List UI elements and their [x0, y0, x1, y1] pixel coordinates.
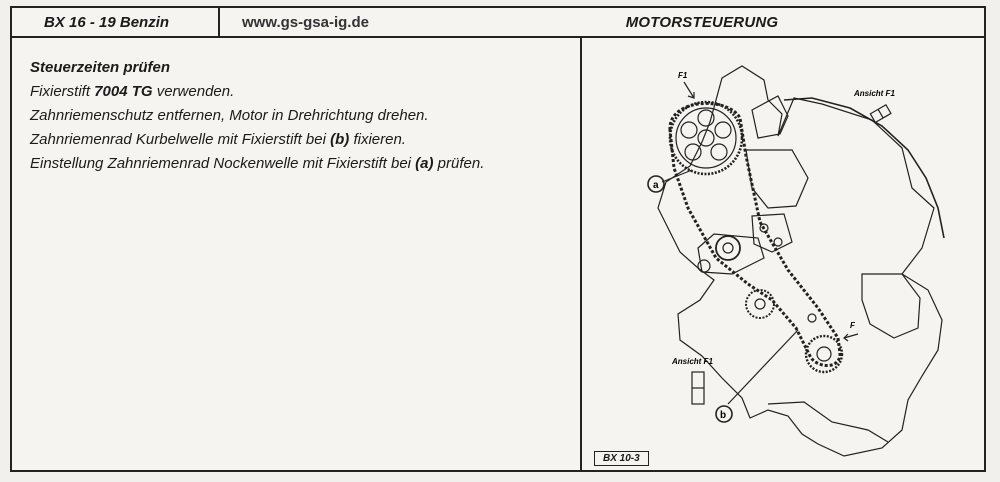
label-f: F [850, 321, 856, 330]
callout-b-label: b [720, 410, 726, 421]
callout-a-line [661, 169, 693, 183]
ref-b: (b) [330, 131, 350, 148]
oil-pan [767, 401, 889, 443]
instruction-line-1: Fixierstift 7004 TG verwenden. [30, 83, 235, 100]
timing-belt [668, 101, 842, 367]
side-housing [745, 149, 809, 209]
instruction-line-2: Zahnriemenschutz entfernen, Motor in Dre… [30, 107, 429, 124]
water-pump-pulley [745, 289, 775, 319]
engine-timing-diagram: F1 F Ansicht F1 Ansicht F1 a b [647, 65, 945, 457]
ansicht-top-detail [869, 103, 892, 124]
callout-b-line [727, 329, 799, 405]
lower-housing [861, 273, 921, 339]
instruction-line-3: Zahnriemenrad Kurbelwelle mit Fixierstif… [30, 131, 406, 148]
view-arrow-f [843, 333, 859, 342]
view-arrow-f1 [683, 81, 695, 99]
engine-block-outline [657, 65, 943, 457]
ansicht-top-label: Ansicht F1 [853, 89, 895, 98]
website-link[interactable]: www.gs-gsa-ig.de [242, 13, 369, 31]
figure-reference: BX 10-3 [594, 451, 649, 466]
cylinder-head-cover [783, 97, 945, 239]
callout-a-label: a [653, 180, 659, 191]
tensioner-bracket [751, 213, 793, 253]
label-f1: F1 [678, 71, 688, 80]
document-sheet: BX 16 - 19 Benzin www.gs-gsa-ig.de MOTOR… [10, 6, 986, 472]
crankshaft-sprocket [804, 313, 844, 374]
header-bar: BX 16 - 19 Benzin www.gs-gsa-ig.de MOTOR… [12, 8, 984, 38]
pump-housing [751, 95, 789, 139]
ansicht-bottom-detail [691, 371, 705, 405]
tensioner-pulley [697, 233, 765, 275]
ansicht-bottom-label: Ansicht F1 [671, 357, 713, 366]
diagram-panel: F1 F Ansicht F1 Ansicht F1 a b BX 10-3 [582, 38, 984, 470]
instructions-heading: Steuerzeiten prüfen [30, 59, 171, 76]
section-title: MOTORSTEUERUNG [625, 13, 779, 31]
model-label: BX 16 - 19 Benzin [12, 8, 220, 36]
ref-a: (a) [415, 155, 434, 172]
instructions-panel: Steuerzeiten prüfen Fixierstift 7004 TG … [12, 38, 582, 470]
tool-number: 7004 TG [94, 83, 153, 100]
callout-b-circle [715, 405, 733, 423]
callout-a-circle [647, 175, 665, 193]
instruction-line-4: Einstellung Zahnriemenrad Nockenwelle mi… [30, 155, 485, 172]
camshaft-sprocket [668, 100, 744, 176]
